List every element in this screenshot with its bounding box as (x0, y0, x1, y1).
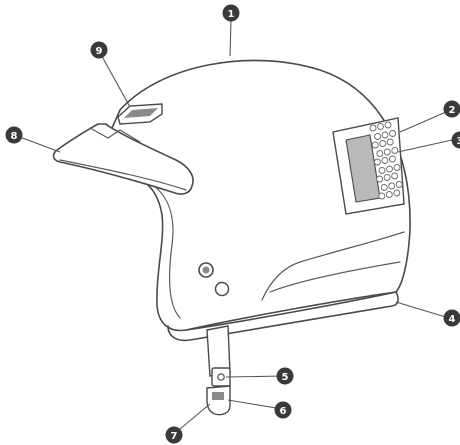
side-sculpt-line (261, 231, 405, 301)
callout-1: 1 (222, 4, 240, 22)
chin-strap (206, 325, 231, 416)
shell-inner-rim (144, 179, 181, 319)
vent-hole (376, 150, 384, 157)
vent-hole (376, 175, 384, 183)
leader-lines (16, 19, 453, 435)
leader-3 (397, 139, 453, 153)
rear-vent (332, 117, 405, 215)
vent-hole (371, 141, 379, 149)
visor (52, 123, 194, 195)
vent-hole (384, 121, 392, 129)
callout-9: 9 (90, 41, 108, 59)
vent-hole (381, 157, 389, 164)
callout-label-3: 3 (457, 136, 460, 147)
vent-hole (388, 182, 396, 190)
callout-label-5: 5 (282, 372, 289, 383)
vent-hole (389, 130, 397, 137)
callout-label-9: 9 (96, 46, 103, 57)
vent-hole (386, 165, 393, 173)
leader-6 (227, 399, 283, 410)
callout-5: 5 (276, 367, 294, 385)
strap-end-tab (212, 392, 224, 400)
callout-label-4: 4 (449, 314, 456, 325)
visor-assembly (52, 103, 194, 195)
leader-2 (399, 111, 447, 133)
vent-hole (373, 158, 381, 166)
vent-hole (393, 189, 401, 197)
visor-crease (89, 127, 141, 143)
snap-button-inner (202, 266, 210, 274)
leader-5 (225, 375, 285, 378)
vent-hole (378, 192, 386, 200)
vent-hole (377, 123, 384, 130)
strap-end (206, 385, 231, 416)
callout-label-2: 2 (449, 105, 456, 116)
side-sculpt-line-2 (269, 261, 401, 293)
visor-vent-slot (124, 108, 158, 118)
vent-hole (383, 174, 391, 181)
visor-edge (59, 159, 187, 191)
vent-hole (383, 148, 391, 156)
callout-3: 3 (451, 131, 460, 149)
vent-hole (386, 138, 394, 146)
vent-hole (378, 167, 386, 174)
callout-7: 7 (165, 426, 183, 444)
vent-hole (395, 181, 403, 188)
vent-holes (369, 121, 403, 200)
lower-trim (167, 291, 399, 342)
vent-hole (381, 131, 389, 139)
callout-4: 4 (443, 309, 460, 327)
vent-hole (388, 155, 396, 163)
vent-hole (380, 184, 388, 191)
shell-outline (110, 59, 411, 332)
leader-4 (395, 301, 450, 319)
vent-hole (379, 140, 387, 147)
vent-hole (391, 147, 399, 154)
snap-button-lower (214, 281, 230, 297)
callout-label-6: 6 (280, 406, 287, 417)
vent-hole (369, 124, 377, 132)
callout-label-1: 1 (228, 9, 235, 20)
vent-hole (393, 164, 401, 171)
leader-1 (229, 19, 232, 57)
buckle-rivet (217, 373, 225, 381)
vent-hole (391, 172, 399, 180)
callout-2: 2 (443, 100, 460, 118)
leader-8 (16, 135, 61, 153)
callout-8: 8 (5, 126, 23, 144)
helmet-shell (110, 59, 411, 342)
vent-hole (385, 191, 393, 198)
callout-label-8: 8 (11, 131, 18, 142)
vent-hole (374, 133, 382, 140)
leader-9 (98, 50, 131, 108)
callout-6: 6 (274, 401, 292, 419)
callout-label-7: 7 (171, 431, 178, 442)
